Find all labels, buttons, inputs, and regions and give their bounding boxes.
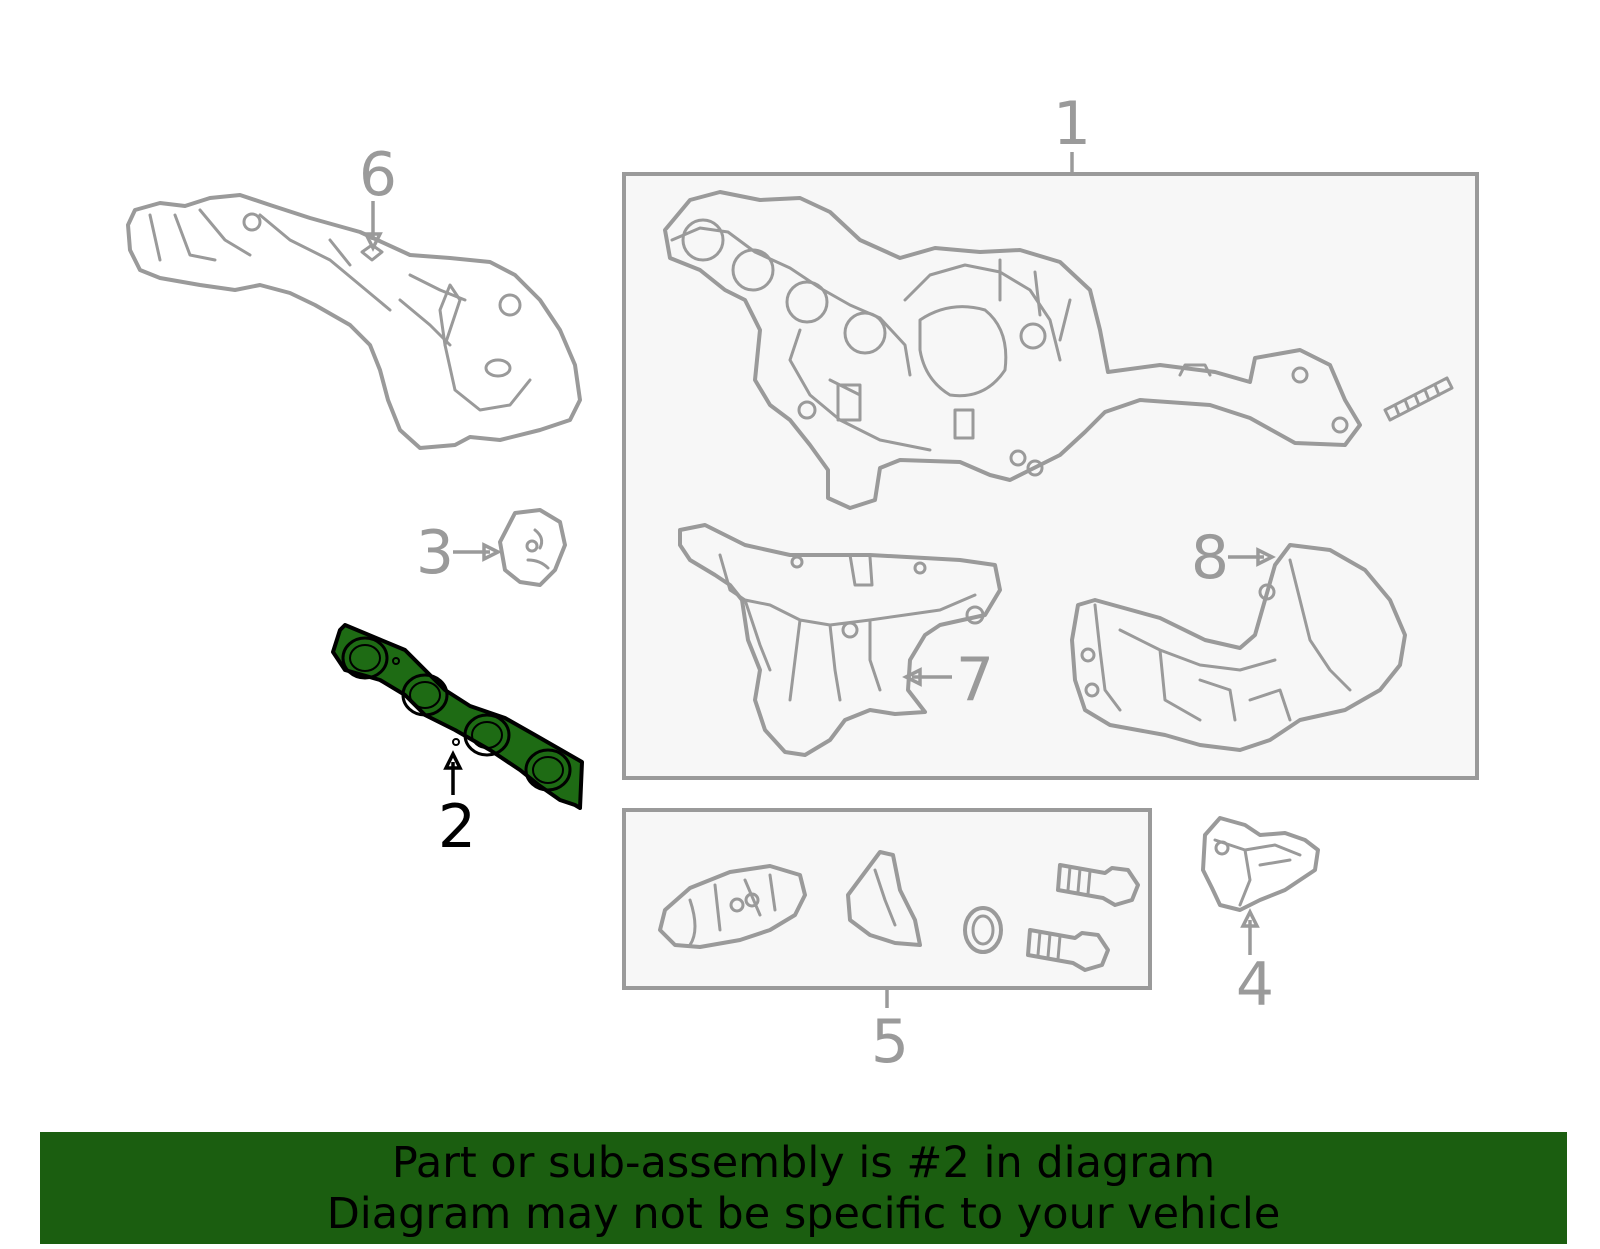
callout-2[interactable]: 2 bbox=[438, 792, 476, 862]
part-4-support-bracket[interactable] bbox=[1201, 816, 1320, 912]
part-8-upper-heat-shield[interactable] bbox=[1070, 543, 1407, 752]
part-2-exhaust-manifold-gasket[interactable] bbox=[331, 623, 584, 810]
info-banner: Part or sub-assembly is #2 in diagram Di… bbox=[40, 1132, 1567, 1244]
callout-7[interactable]: 7 bbox=[956, 645, 994, 715]
banner-line-disclaimer: Diagram may not be specific to your vehi… bbox=[326, 1189, 1281, 1239]
callout-6[interactable]: 6 bbox=[359, 140, 397, 210]
callout-4[interactable]: 4 bbox=[1236, 950, 1274, 1020]
part-5-bracket-kit[interactable] bbox=[658, 850, 1140, 972]
part-7-lower-heat-shield[interactable] bbox=[678, 523, 1002, 757]
part-6-manifold-heat-shield[interactable] bbox=[126, 193, 582, 450]
callout-8[interactable]: 8 bbox=[1191, 523, 1229, 593]
banner-line-part-number: Part or sub-assembly is #2 in diagram bbox=[391, 1138, 1216, 1188]
callout-1[interactable]: 1 bbox=[1053, 89, 1091, 159]
kit-5-box bbox=[622, 808, 1152, 990]
callout-5[interactable]: 5 bbox=[871, 1007, 909, 1077]
callout-3[interactable]: 3 bbox=[416, 518, 454, 588]
assembly-1-box bbox=[622, 172, 1479, 780]
part-3-hanger-insulator[interactable] bbox=[498, 508, 567, 587]
part-1-exhaust-manifold-assembly[interactable] bbox=[663, 190, 1454, 510]
